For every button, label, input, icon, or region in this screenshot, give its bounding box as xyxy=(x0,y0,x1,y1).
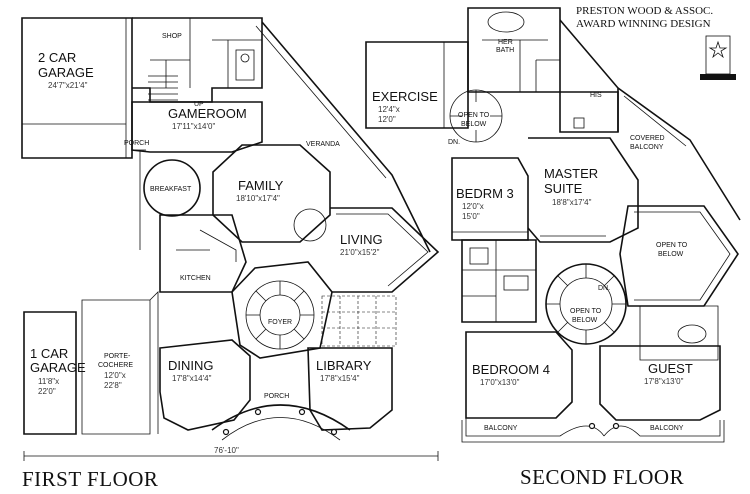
family-octagon xyxy=(212,144,331,243)
garage-2car-walls xyxy=(21,17,133,159)
balcony-left xyxy=(465,418,605,437)
breakfast-bay xyxy=(143,159,201,217)
front-porch-arc xyxy=(211,404,351,431)
room-label-porch-front: PORCH xyxy=(264,393,289,400)
room-dims-garage1-line2: 22'0" xyxy=(38,387,56,396)
overall-dimension-line xyxy=(23,451,439,461)
room-label-library: LIBRARY xyxy=(316,358,372,373)
room-label-balcony-left: BALCONY xyxy=(484,425,518,432)
room-label-living: LIVING xyxy=(340,232,383,247)
room-dims-bedroom4: 17'0"x13'0" xyxy=(480,378,520,387)
room-dims-porte-cochere-line1: 12'0"x xyxy=(104,371,126,380)
room-dims-living: 21'0"x15'2" xyxy=(340,248,380,257)
room-dims-gameroom: 17'11"x14'0" xyxy=(172,122,215,131)
room-label-porte-cochere-line2: COCHERE xyxy=(98,362,133,369)
room-label-open-below-2-line2: BELOW xyxy=(658,251,684,258)
room-label-master-suite-line2: SUITE xyxy=(544,181,583,196)
room-label-dining: DINING xyxy=(168,358,214,373)
room-label-garage1-line1: 1 CAR xyxy=(30,346,68,361)
room-label-shop: SHOP xyxy=(162,33,182,40)
exercise-walls xyxy=(365,41,469,129)
room-label-her-bath-line2: BATH xyxy=(496,47,514,54)
room-label-open-below-1-line1: OPEN TO xyxy=(458,112,490,119)
room-label-breakfast: BREAKFAST xyxy=(150,186,192,193)
living-walls xyxy=(330,207,440,293)
room-dims-family: 18'10"x17'4" xyxy=(236,194,280,203)
room-label-open-below-3-line1: OPEN TO xyxy=(570,308,602,315)
room-label-open-below-3-line2: BELOW xyxy=(572,317,598,324)
dining-walls xyxy=(159,339,251,431)
room-label-bedrm3: BEDRM 3 xyxy=(456,186,514,201)
room-dims-guest: 17'8"x13'0" xyxy=(644,377,684,386)
master-suite-walls xyxy=(527,137,639,243)
room-label-garage2-line1: 2 CAR xyxy=(38,50,76,65)
brand-line-1: PRESTON WOOD & ASSOC. xyxy=(576,5,713,17)
room-label-open-below-1-line2: BELOW xyxy=(461,121,487,128)
bedrm3-walls xyxy=(451,157,529,241)
kitchen-walls xyxy=(159,214,247,293)
room-label-gameroom: GAMEROOM xyxy=(168,106,247,121)
room-label-kitchen: KITCHEN xyxy=(180,275,211,282)
first-floor-title: FIRST FLOOR xyxy=(22,467,158,491)
room-dims-bedrm3-line1: 12'0"x xyxy=(462,202,484,211)
room-label-porch-side: PORCH xyxy=(124,140,149,147)
room-label-balcony-right: BALCONY xyxy=(650,425,684,432)
room-dims-master-suite: 18'8"x17'4" xyxy=(552,198,592,207)
foyer-walls xyxy=(231,261,333,359)
room-dims-exercise-line2: 12'0" xyxy=(378,115,396,124)
first-floor-plan xyxy=(21,17,440,461)
room-label-garage1-line2: GARAGE xyxy=(30,360,86,375)
room-label-garage2-line2: GARAGE xyxy=(38,65,94,80)
room-label-her-bath-line1: HER xyxy=(498,39,513,46)
room-label-guest: GUEST xyxy=(648,361,693,376)
room-label-covered-balcony-line2: BALCONY xyxy=(630,144,664,151)
room-dims-garage1-line1: 11'8"x xyxy=(38,377,59,386)
room-label-porte-cochere-line1: PORTE- xyxy=(104,353,131,360)
room-label-open-below-2-line1: OPEN TO xyxy=(656,242,688,249)
room-dims-library: 17'8"x15'4" xyxy=(320,374,360,383)
room-label-covered-balcony-line1: COVERED xyxy=(630,135,665,142)
second-floor-title: SECOND FLOOR xyxy=(520,465,684,489)
room-label-veranda: VERANDA xyxy=(306,141,340,148)
first-floor-labels: 2 CAR GARAGE 24'7"x21'4" SHOP UP GAMEROO… xyxy=(22,33,383,491)
his-closet-walls xyxy=(559,91,619,133)
second-floor-plan xyxy=(365,7,741,443)
room-label-family: FAMILY xyxy=(238,178,284,193)
second-floor-labels: PRESTON WOOD & ASSOC. AWARD WINNING DESI… xyxy=(372,5,713,489)
stair-dn-label-2: DN. xyxy=(598,285,610,292)
room-label-master-suite-line1: MASTER xyxy=(544,166,598,181)
stair-dn-label-1: DN. xyxy=(448,139,460,146)
award-trophy-icon xyxy=(700,35,736,80)
overall-dimension-label: 76'-10" xyxy=(214,446,239,455)
room-label-foyer: FOYER xyxy=(268,319,292,326)
room-label-his: HIS xyxy=(590,92,602,99)
room-dims-porte-cochere-line2: 22'8" xyxy=(104,381,122,390)
room-dims-dining: 17'8"x14'4" xyxy=(172,374,212,383)
room-label-exercise: EXERCISE xyxy=(372,89,438,104)
balcony-right xyxy=(603,420,721,437)
room-dims-garage2: 24'7"x21'4" xyxy=(48,81,88,90)
room-dims-bedrm3-line2: 15'0" xyxy=(462,212,480,221)
room-label-bedroom4: BEDROOM 4 xyxy=(472,362,550,377)
porte-cochere-area xyxy=(81,299,151,435)
stair-up-label: UP xyxy=(194,101,204,108)
shop-walls xyxy=(132,17,263,103)
room-dims-exercise-line1: 12'4"x xyxy=(378,105,400,114)
guest-walls xyxy=(599,345,721,421)
brand-line-2: AWARD WINNING DESIGN xyxy=(576,18,711,30)
